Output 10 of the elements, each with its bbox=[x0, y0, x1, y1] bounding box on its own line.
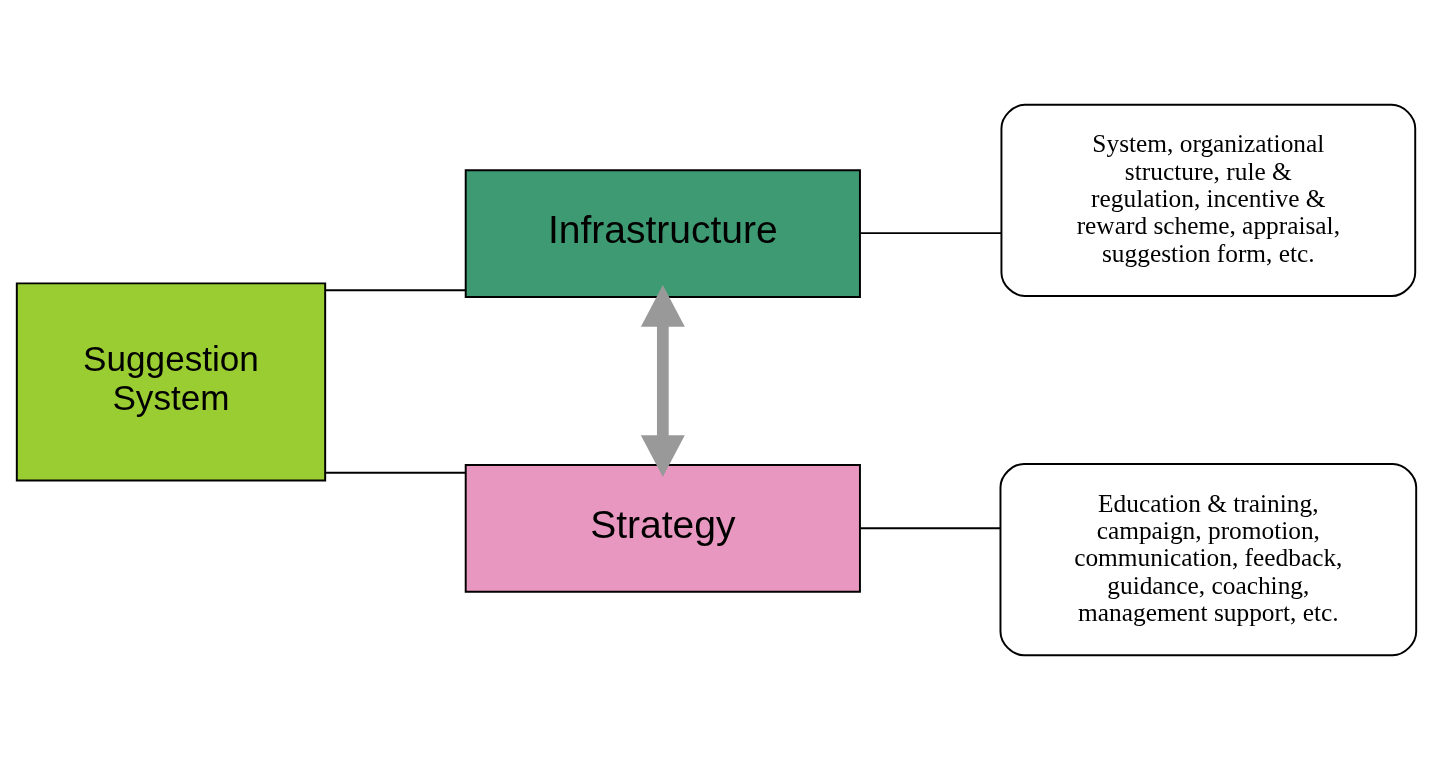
connector bbox=[324, 471, 467, 474]
node-box: System, organizational structure, rule & regulation, incentive & reward scheme, appraisal, suggestion form, etc. bbox=[1000, 103, 1417, 297]
node-box: Suggestion System bbox=[15, 281, 327, 481]
connector bbox=[859, 526, 1002, 529]
connector bbox=[324, 288, 467, 291]
connector bbox=[859, 231, 1003, 234]
arrow bbox=[640, 284, 685, 477]
node-box: Infrastructure bbox=[464, 168, 861, 298]
node-box: Education & training, campaign, promotion, communication, feedback, guidance, coaching, management support, etc. bbox=[999, 462, 1418, 656]
node-box: Strategy bbox=[464, 463, 861, 593]
